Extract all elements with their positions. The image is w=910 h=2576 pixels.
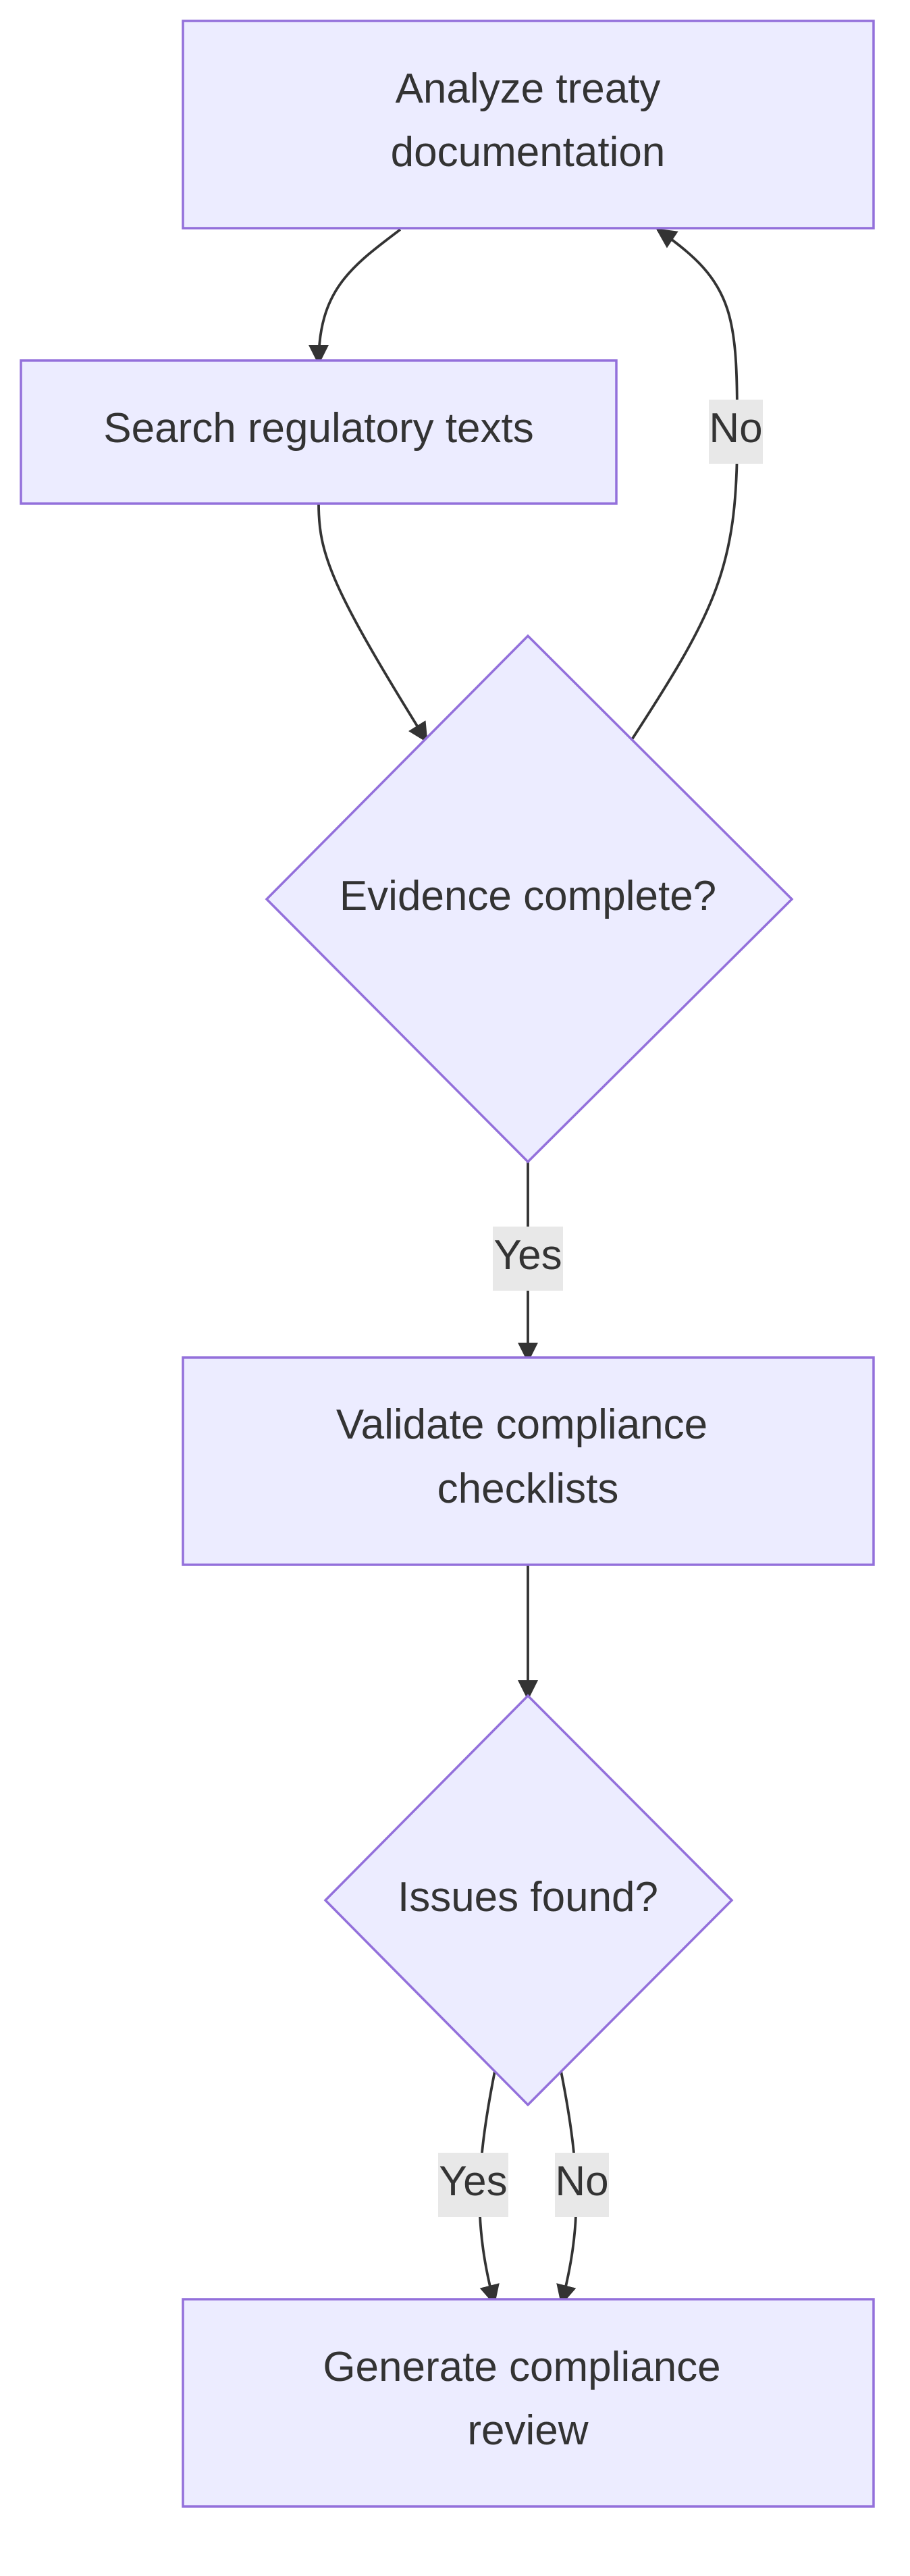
- edge-label-issues-yes-bg: [438, 2153, 508, 2217]
- edge-label-evidence-no-text: No: [709, 405, 762, 452]
- edge-analyze-to-search: [309, 228, 402, 365]
- node-analyze-label-line1: Analyze treaty: [396, 65, 661, 112]
- edge-label-issues-no: No: [555, 2153, 609, 2217]
- node-analyze-box: [182, 20, 875, 230]
- node-analyze-treaty-documentation: Analyze treaty documentation: [182, 20, 875, 230]
- node-evidence-complete: Evidence complete?: [265, 634, 794, 1164]
- node-search-box: [20, 359, 618, 505]
- node-validate-box: [182, 1356, 875, 1566]
- node-analyze-label-line2: documentation: [391, 129, 666, 176]
- node-validate-label-line2: checklists: [437, 1466, 619, 1512]
- node-issues-found: Issues found?: [323, 1694, 734, 2107]
- edge-label-evidence-yes: Yes: [493, 1227, 563, 1291]
- edge-evidence-to-analyze-no: [630, 228, 739, 742]
- node-issues-diamond: [323, 1694, 734, 2107]
- node-search-label: Search regulatory texts: [103, 405, 534, 452]
- node-generate-compliance-review: Generate compliance review: [182, 2298, 875, 2508]
- node-generate-box: [182, 2298, 875, 2508]
- edge-label-issues-no-text: No: [555, 2158, 608, 2205]
- edge-label-evidence-no-bg: [709, 400, 763, 464]
- node-evidence-label: Evidence complete?: [340, 873, 716, 919]
- edge-label-evidence-yes-text: Yes: [493, 1232, 562, 1279]
- node-validate-label-line1: Validate compliance: [336, 1401, 707, 1448]
- edge-label-issues-no-bg: [555, 2153, 609, 2217]
- edge-label-issues-yes-text: Yes: [439, 2158, 507, 2205]
- node-generate-label-line2: review: [467, 2407, 588, 2454]
- node-validate-compliance-checklists: Validate compliance checklists: [182, 1356, 875, 1566]
- node-evidence-diamond: [265, 634, 794, 1164]
- edge-label-evidence-yes-bg: [493, 1227, 563, 1291]
- node-search-regulatory-texts: Search regulatory texts: [20, 359, 618, 505]
- node-issues-label: Issues found?: [398, 1874, 658, 1921]
- edge-search-to-evidence: [317, 503, 428, 743]
- edge-label-evidence-no: No: [709, 400, 763, 464]
- edge-label-issues-yes: Yes: [438, 2153, 508, 2217]
- node-generate-label-line1: Generate compliance: [323, 2344, 720, 2390]
